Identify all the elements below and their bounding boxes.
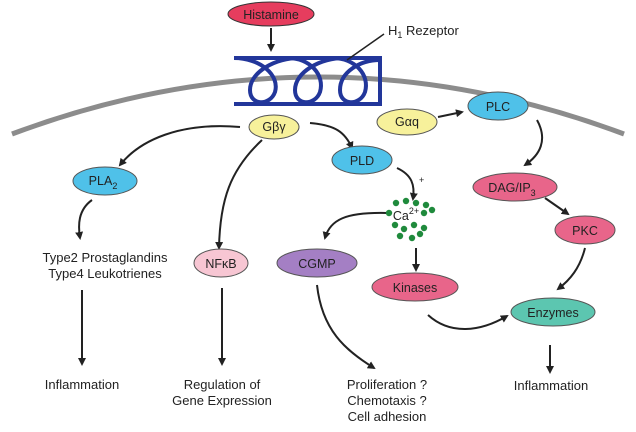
calcium-ion-dot (416, 230, 424, 238)
node-pld[interactable]: PLD (331, 145, 393, 175)
calcium-ion-dot (385, 209, 393, 217)
arrow-gbg-nfkb (215, 139, 263, 250)
calcium-ion-dot (428, 206, 436, 214)
cgmp-effects-line2: Chemotaxis ? (347, 393, 426, 408)
arrow-gbg-pla2 (118, 125, 241, 167)
h1-receptor-icon (233, 56, 382, 106)
svg-text:PLC: PLC (486, 100, 510, 114)
calcium-ion-dot (400, 225, 408, 233)
arrow-gbg-pld (309, 122, 354, 150)
inflammation-left: Inflammation (45, 377, 119, 392)
calcium-cluster[interactable] (385, 197, 436, 242)
node-dag-ip3[interactable]: DAG/IP3 (472, 172, 558, 202)
node-pla2[interactable]: PLA2 (72, 166, 138, 196)
calcium-ion-dot (410, 221, 418, 229)
receptor-label: H1 Rezeptor (388, 23, 459, 40)
svg-text:DAG/IP3: DAG/IP3 (488, 181, 535, 198)
calcium-ion-dot (396, 232, 404, 240)
arrow-gaq-plc (437, 109, 464, 118)
calcium-ion-dot (420, 209, 428, 217)
arrow-kinases-enzymes (427, 314, 509, 330)
pla2-products-line2: Type4 Leukotrienes (48, 266, 162, 281)
svg-text:PLA2: PLA2 (89, 174, 118, 191)
calcium-ion-dot (402, 197, 410, 205)
calcium-ion-dot (412, 199, 420, 207)
arrow-pld-ca (396, 167, 418, 201)
svg-text:CGMP: CGMP (298, 257, 336, 271)
arrow-pla2-products (75, 199, 93, 240)
svg-text:NFκB: NFκB (205, 257, 236, 271)
node-plc[interactable]: PLC (467, 91, 529, 121)
cgmp-effects-line3: Cell adhesion (348, 409, 427, 424)
calcium-ion-dot (392, 199, 400, 207)
calcium-ion-dot (422, 201, 430, 209)
node-gaq[interactable]: Gαq (376, 108, 438, 136)
calcium-ion-dot (408, 234, 416, 242)
node-pkc[interactable]: PKC (554, 215, 616, 245)
node-nfkb[interactable]: NFκB (193, 248, 249, 278)
receptor-pointer-line (346, 33, 385, 61)
arrow-pkc-enzymes (556, 247, 586, 291)
gene-regulation-line2: Gene Expression (172, 393, 272, 408)
histamine-node[interactable]: Histamine (227, 1, 315, 27)
gene-regulation-line1: Regulation of (184, 377, 261, 392)
svg-text:Histamine: Histamine (243, 8, 299, 22)
node-cgmp[interactable]: CGMP (276, 248, 358, 278)
svg-text:PLD: PLD (350, 154, 374, 168)
calcium-label: Ca2+ (393, 206, 419, 223)
arrow-ca-cgmp (322, 211, 388, 240)
pla2-products-line1: Type2 Prostaglandins (42, 250, 168, 265)
calcium-ion-dot (391, 221, 399, 229)
svg-text:Gβγ: Gβγ (262, 120, 286, 134)
plus-sign: + (419, 175, 424, 185)
svg-text:Kinases: Kinases (393, 281, 437, 295)
node-kinases[interactable]: Kinases (371, 272, 459, 302)
arrow-dag-pkc (544, 197, 570, 216)
svg-text:Gαq: Gαq (395, 115, 419, 129)
inflammation-right: Inflammation (514, 378, 588, 393)
svg-text:Enzymes: Enzymes (527, 306, 578, 320)
calcium-ion-dot (420, 224, 428, 232)
svg-text:PKC: PKC (572, 224, 598, 238)
node-enzymes[interactable]: Enzymes (510, 297, 596, 327)
node-gbg[interactable]: Gβγ (248, 114, 300, 140)
arrow-cgmp-effects (316, 284, 376, 370)
arrow-plc-dag (523, 119, 543, 167)
cgmp-effects-line1: Proliferation ? (347, 377, 427, 392)
